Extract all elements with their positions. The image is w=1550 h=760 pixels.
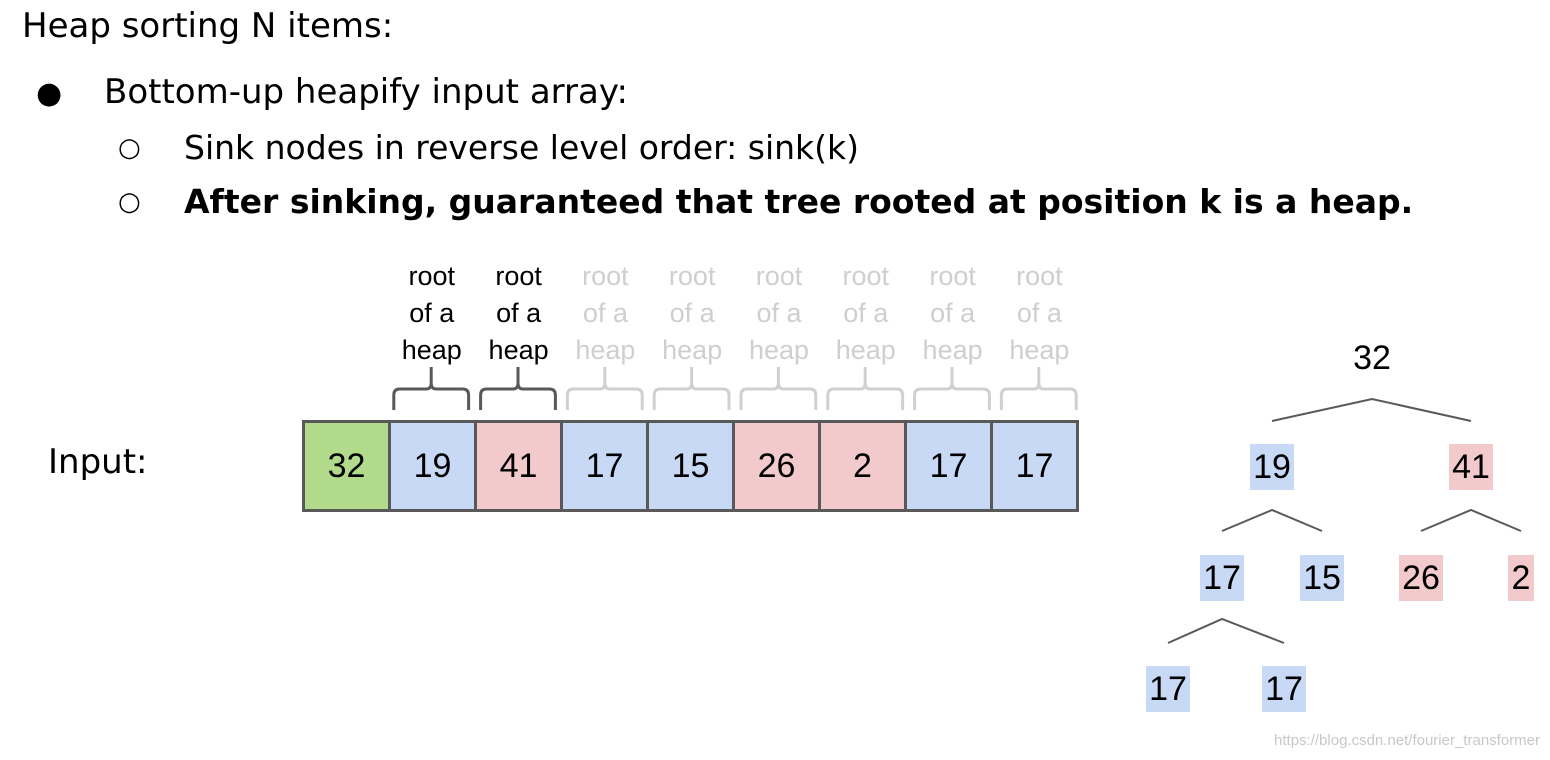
array-cell: 26 <box>732 420 821 512</box>
heap-brace <box>739 367 818 410</box>
sub-bullet-marker: ○ <box>118 133 141 163</box>
root-of-heap-label: root of a heap <box>649 258 735 369</box>
tree-node: 26 <box>1399 555 1443 601</box>
tree-edge <box>1167 617 1285 644</box>
root-label-line: heap <box>662 335 723 365</box>
array-cell: 32 <box>302 420 391 512</box>
tree-node: 19 <box>1250 444 1294 490</box>
root-label-line: of a <box>1016 298 1062 328</box>
root-label-line: heap <box>401 335 462 365</box>
root-of-heap-label: root of a heap <box>736 258 822 369</box>
array-cell: 17 <box>990 420 1079 512</box>
root-label-line: of a <box>582 298 628 328</box>
root-label-line: root <box>582 261 629 291</box>
slide-title: Heap sorting N items: <box>22 6 394 46</box>
array-cell: 19 <box>388 420 477 512</box>
root-label-line: root <box>842 261 890 291</box>
root-of-heap-label: root of a heap <box>910 258 996 369</box>
root-label-line: heap <box>922 335 983 365</box>
input-label: Input: <box>48 442 148 482</box>
root-label-line: of a <box>669 298 715 328</box>
tree-node: 41 <box>1449 444 1493 490</box>
root-label-line: heap <box>575 335 636 365</box>
heap-brace <box>479 367 557 410</box>
root-label-line: of a <box>843 298 889 328</box>
heap-brace <box>826 367 905 410</box>
root-label-line: of a <box>409 298 455 328</box>
root-label-line: heap <box>1009 335 1070 365</box>
root-of-heap-label: root of a heap <box>996 258 1082 369</box>
tree-node: 17 <box>1200 555 1244 601</box>
root-label-line: heap <box>748 335 810 365</box>
tree-edge <box>1221 508 1323 532</box>
root-of-heap-label: root of a heap <box>389 258 475 369</box>
tree-node: 2 <box>1508 555 1534 601</box>
sub-bullet-marker: ○ <box>118 187 141 217</box>
root-label-line: heap <box>488 335 549 365</box>
heap-brace <box>913 367 991 410</box>
array-cell: 17 <box>560 420 649 512</box>
tree-node: 15 <box>1300 555 1344 601</box>
tree-node: 17 <box>1146 666 1190 712</box>
heap-brace <box>565 367 644 410</box>
heap-brace <box>999 367 1078 410</box>
root-label-line: root <box>408 261 456 291</box>
root-label-line: root <box>929 261 976 291</box>
root-label-line: root <box>1016 261 1063 291</box>
tree-edge <box>1271 397 1472 422</box>
root-label-line: root <box>755 261 803 291</box>
array-cell: 2 <box>818 420 907 512</box>
root-of-heap-label: root of a heap <box>823 258 909 369</box>
heap-brace <box>392 367 471 410</box>
bullet-marker: ● <box>36 76 63 111</box>
sub-bullet-sink: Sink nodes in reverse level order: sink(… <box>184 128 860 167</box>
sub-bullet-guarantee: After sinking, guaranteed that tree root… <box>184 182 1414 221</box>
root-label-line: root <box>668 261 716 291</box>
root-label-line: of a <box>930 298 976 328</box>
bullet-main: Bottom-up heapify input array: <box>104 72 628 112</box>
root-label-line: of a <box>496 298 542 328</box>
tree-node: 32 <box>1353 339 1391 377</box>
root-label-line: heap <box>835 335 896 365</box>
root-label-line: root <box>495 261 542 291</box>
array-cell: 41 <box>474 420 563 512</box>
root-of-heap-label: root of a heap <box>476 258 562 369</box>
tree-node: 17 <box>1262 666 1306 712</box>
array-cell: 17 <box>904 420 993 512</box>
root-of-heap-label: root of a heap <box>562 258 648 369</box>
watermark: https://blog.csdn.net/fourier_transforme… <box>1274 732 1540 749</box>
root-label-line: of a <box>756 298 802 328</box>
tree-edge <box>1420 508 1522 532</box>
heap-brace <box>652 367 731 410</box>
array-cell: 15 <box>646 420 735 512</box>
